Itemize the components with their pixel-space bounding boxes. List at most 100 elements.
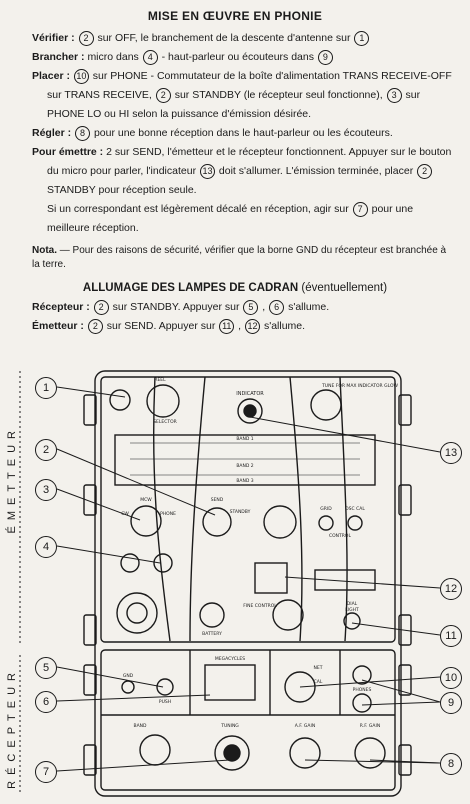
step-text: pour [371,203,393,215]
tuning-knob [214,735,250,771]
band-window [114,434,376,486]
label-dial: DIAL [347,601,358,607]
mode-switch [130,505,162,537]
step-text: doit s'allumer. L'émission [218,165,335,177]
label-gnd: GND [123,673,134,679]
callout-7: 7 [35,761,57,783]
callout-9: 9 [440,692,462,714]
step-text: sur PHONE LO ou HI selon la puissance d'… [47,89,421,120]
radio-panel-diagram: ÉMETTEUR RÉCEPTEUR [0,365,470,804]
ref-marker: 12 [245,318,261,334]
step-text: sur SEND, l'émetteur et le récepteur fon… [114,146,388,158]
band-switch-rx [139,734,171,766]
label-cal: CAL [314,679,323,685]
label-cw: CW [121,511,129,517]
callout-6: 6 [35,691,57,713]
panel-drawing: REEL SELECTOR INDICATOR TUNE FOR MAX IND… [19,370,441,797]
instructions: MISE EN ŒUVRE EN PHONIE Vérifier : 2 sur… [0,0,470,336]
step-text: s'allume. [288,301,330,313]
label-fine-control: FINE CONTROL [243,603,277,609]
label-band: BAND [134,723,148,729]
ref-marker: 9 [317,49,333,65]
receiver-panel [100,649,396,791]
ref-marker: 2 [155,87,171,103]
ref-marker: 6 [269,299,285,315]
power-connector [116,592,158,634]
step-text: fonctionne), [327,89,383,101]
step-text: sur SEND. Appuyer sur [106,320,216,332]
net-cal-switch [284,671,316,703]
band-selector [263,505,297,539]
antenna-connector [109,389,131,411]
step-text: - haut-parleur ou écouteurs dans [161,51,314,63]
label-af-gain: A.F. GAIN [295,723,315,729]
ref-marker: 1 [354,30,370,46]
rf-gain-knob [354,737,386,769]
step-placer: Placer : 10 sur PHONE - Commutateur de l… [32,67,452,124]
ref-marker: 8 [75,125,91,141]
megacycles-window [204,664,256,701]
section1-title: MISE EN ŒUVRE EN PHONIE [147,9,323,23]
step-label: Vérifier : [32,32,75,44]
nota-text: — Pour des raisons de sécurité, vérifier… [32,245,447,270]
step-label: Pour émettre : [32,146,104,158]
step-text: STANDBY pour réception seule. [47,184,197,196]
step-label: Régler : [32,127,72,139]
label-light: LIGHT [345,607,359,613]
step-text: micro dans [87,51,139,63]
step-emettre: Pour émettre : 2 sur SEND, l'émetteur et… [32,143,452,238]
label-tuning: TUNING [220,723,239,729]
step-brancher: Brancher : micro dans 4 - haut-parleur o… [32,48,452,67]
callout-3: 3 [35,479,57,501]
transmitter-panel [100,376,396,643]
indicator-lamp [237,398,263,424]
mic-jack [120,553,140,573]
section2-title-bold: ALLUMAGE DES LAMPES DE CADRAN [82,282,299,294]
label-net: NET [314,665,323,671]
fine-control-window [254,562,288,594]
callout-10: 10 [440,667,462,689]
section2-title-rest: (éventuellement) [301,282,388,294]
label-phone: PHONE [160,511,176,517]
label-reel: REEL [154,377,166,383]
af-gain-knob [289,737,321,769]
step-regler: Régler : 8 pour une bonne réception dans… [32,124,452,143]
label-indicator: INDICATOR [236,391,264,397]
step-text: RECEIVE-OFF sur TRANS RECEIVE, [47,70,452,101]
label-standby: STANDBY [230,509,251,515]
reel-dial [146,384,180,418]
step-text: s'allume. [263,320,306,332]
nota-label: Nota. [32,245,57,256]
label-band3: BAND 3 [236,478,253,484]
step-text: Si un correspondant est légèrement décal… [47,203,349,215]
label-band1: BAND 1 [236,436,253,442]
push-lamp [156,678,174,696]
step-text: terminée, placer [337,165,414,177]
label-battery: BATTERY [202,631,222,637]
step-label: Brancher : [32,51,85,63]
ref-marker: 4 [142,49,158,65]
callout-5: 5 [35,657,57,679]
step-text: , [262,301,266,313]
callout-11: 11 [440,625,462,647]
label-selector: SELECTOR [153,419,177,425]
step-recepteur: Récepteur : 2 sur STANDBY. Appuyer sur 5… [32,298,452,317]
ref-marker: 5 [243,299,259,315]
step-text: une meilleure réception. [47,203,414,234]
case-outline [94,370,402,797]
section2-title: ALLUMAGE DES LAMPES DE CADRAN (éventuell… [0,282,470,294]
label-phones: PHONES [353,687,372,693]
step-text: , [238,320,242,332]
ref-marker: 13 [200,163,215,179]
ref-marker: 2 [417,163,433,179]
label-tune: TUNE FOR MAX INDICATOR GLOW [321,383,398,389]
step-label: Placer : [32,70,70,82]
ref-marker: 10 [73,68,89,84]
step-text: pour une bonne réception dans le haut-pa… [93,127,393,139]
callout-1: 1 [35,377,57,399]
ref-marker: 11 [219,318,235,334]
callout-13: 13 [440,442,462,464]
battery-switch [199,602,225,628]
label-send: SEND [211,497,224,503]
callout-12: 12 [440,578,462,600]
